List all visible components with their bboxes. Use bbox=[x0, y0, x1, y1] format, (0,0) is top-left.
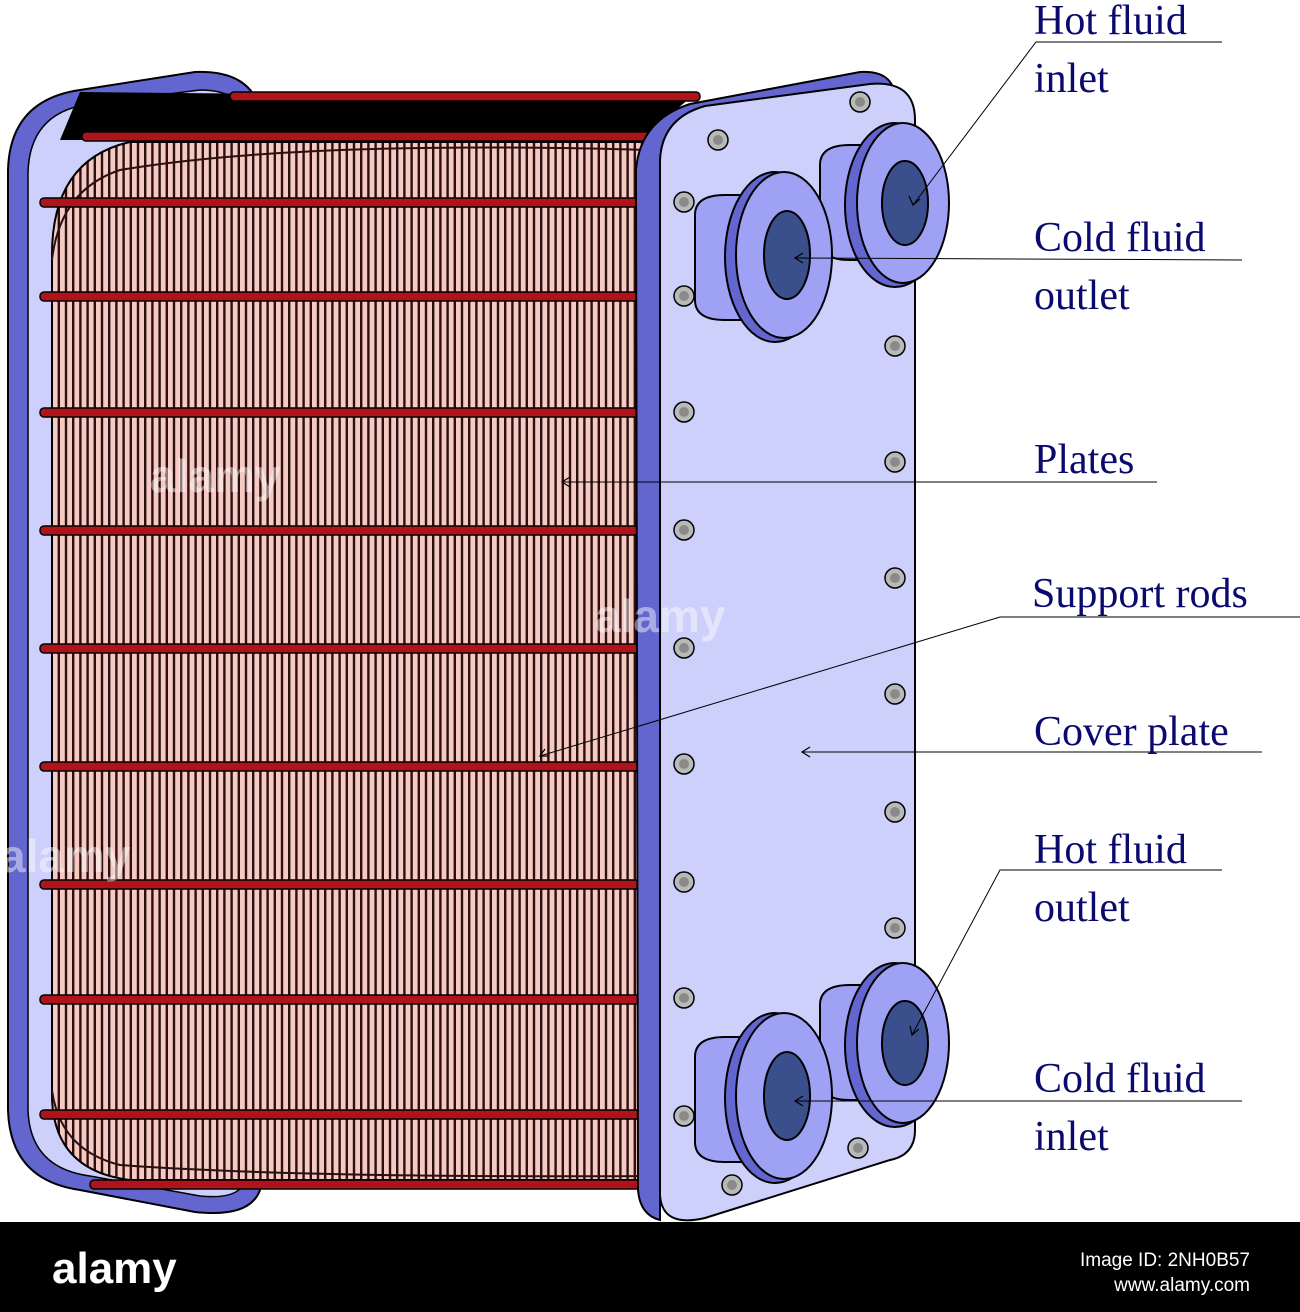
label-cover-plate: Cover plate bbox=[1034, 709, 1229, 755]
label-hot-fluid-outlet: Hot fluid outlet bbox=[1034, 827, 1197, 931]
bolt bbox=[721, 1174, 743, 1196]
support-rod bbox=[39, 643, 651, 654]
leader-line-cold-fluid-outlet bbox=[794, 257, 1243, 261]
top-rods bbox=[60, 91, 701, 142]
bolt bbox=[673, 519, 695, 541]
support-rod bbox=[39, 1109, 651, 1120]
arrowhead-icon bbox=[800, 746, 811, 758]
arrowhead-icon bbox=[538, 748, 548, 757]
bolt bbox=[884, 451, 906, 473]
label-line: Hot fluid bbox=[1034, 827, 1187, 873]
leader-line-hot-fluid-inlet bbox=[912, 41, 1222, 206]
support-rod bbox=[81, 131, 653, 142]
port-hot-fluid-inlet bbox=[819, 122, 950, 288]
support-rod bbox=[39, 291, 651, 302]
bolts bbox=[673, 91, 906, 1196]
label-line: inlet bbox=[1034, 56, 1109, 102]
label-line: inlet bbox=[1034, 1114, 1109, 1160]
port-cold-fluid-outlet bbox=[694, 171, 833, 343]
label-line: Hot fluid bbox=[1034, 0, 1187, 44]
label-line: Cold fluid bbox=[1034, 215, 1206, 261]
bolt bbox=[673, 401, 695, 423]
label-line: outlet bbox=[1034, 885, 1130, 931]
bolt bbox=[707, 129, 729, 151]
label-hot-fluid-inlet: Hot fluid inlet bbox=[1034, 0, 1197, 102]
footer-site: www.alamy.com bbox=[1113, 1275, 1250, 1296]
label-plates: Plates bbox=[1034, 437, 1134, 483]
bolt bbox=[884, 917, 906, 939]
leader-line-support-rods bbox=[539, 616, 1300, 757]
bolt bbox=[673, 191, 695, 213]
arrowhead-icon bbox=[793, 1095, 804, 1107]
bolt bbox=[884, 683, 906, 705]
bolt bbox=[884, 801, 906, 823]
footer-image-id: Image ID: 2NH0B57 bbox=[1080, 1250, 1250, 1271]
cover-plate bbox=[634, 70, 916, 1222]
label-line: Plates bbox=[1034, 437, 1134, 483]
support-rod bbox=[39, 407, 651, 418]
arrowhead-icon bbox=[793, 252, 804, 264]
label-support-rods: Support rods bbox=[1032, 571, 1248, 617]
support-rod bbox=[89, 1179, 651, 1190]
plate-pack bbox=[50, 141, 651, 1181]
bolt bbox=[847, 1137, 869, 1159]
port-cold-fluid-inlet bbox=[694, 1012, 833, 1184]
support-rod bbox=[39, 994, 651, 1005]
bolt bbox=[673, 285, 695, 307]
bolt bbox=[673, 1105, 695, 1127]
port-hot-fluid-outlet bbox=[819, 962, 950, 1128]
bolt bbox=[673, 871, 695, 893]
leader-arrowheads bbox=[538, 195, 921, 1107]
support-rod bbox=[229, 91, 701, 102]
watermark: alamy bbox=[595, 590, 726, 642]
footer-logo: alamy bbox=[52, 1244, 177, 1293]
watermark: alamy bbox=[0, 830, 131, 882]
support-rod bbox=[39, 525, 651, 536]
support-rods bbox=[39, 197, 651, 1190]
watermark: alamy bbox=[150, 450, 281, 502]
stock-footer: alamy Image ID: 2NH0B57 www.alamy.com bbox=[0, 1222, 1300, 1312]
leader-line-hot-fluid-outlet bbox=[911, 869, 1222, 1036]
label-line: Cover plate bbox=[1034, 709, 1229, 755]
support-rod bbox=[39, 197, 651, 208]
support-rod bbox=[39, 761, 651, 772]
footer-bar bbox=[0, 1222, 1300, 1312]
label-cold-fluid-outlet: Cold fluid outlet bbox=[1034, 215, 1216, 319]
arrowhead-icon bbox=[909, 1025, 920, 1037]
leader-lines bbox=[539, 41, 1300, 1102]
bolt bbox=[673, 753, 695, 775]
bolt bbox=[673, 987, 695, 1009]
support-rod bbox=[39, 879, 651, 890]
watermarks: alamy alamy alamy bbox=[0, 450, 726, 882]
bolt bbox=[884, 335, 906, 357]
bolt bbox=[673, 637, 695, 659]
label-line: Cold fluid bbox=[1034, 1056, 1206, 1102]
label-line: outlet bbox=[1034, 273, 1130, 319]
label-line: Support rods bbox=[1032, 571, 1248, 617]
label-cold-fluid-inlet: Cold fluid inlet bbox=[1034, 1056, 1216, 1160]
arrowhead-icon bbox=[908, 195, 921, 206]
bolt bbox=[884, 567, 906, 589]
callout-labels: Hot fluid inlet Cold fluid outlet Plates… bbox=[1032, 0, 1248, 1160]
arrowhead-icon bbox=[560, 476, 571, 488]
bolt bbox=[849, 91, 871, 113]
